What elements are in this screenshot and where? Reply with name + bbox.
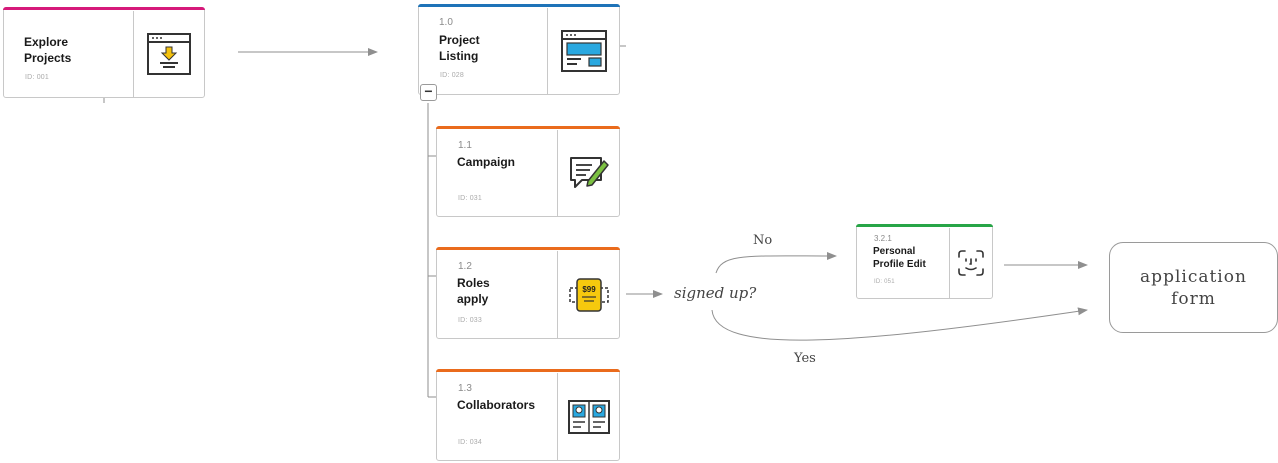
chat-edit-icon — [569, 157, 609, 188]
node-title: Collaborators — [457, 398, 536, 412]
node-title: Project Listing — [439, 33, 480, 63]
node-color-bar — [856, 224, 993, 227]
node-title: Roles apply — [457, 276, 490, 306]
node-id: ID: 031 — [458, 195, 482, 202]
node-number: 3.2.1 — [874, 234, 892, 243]
browser-download-icon — [147, 33, 191, 75]
branch-label-no: No — [753, 233, 773, 248]
node-project-listing[interactable]: 1.0 Project Listing ID: 028 — [418, 4, 620, 95]
node-number: 1.2 — [458, 261, 472, 272]
node-color-bar — [3, 7, 205, 10]
node-id: ID: 034 — [458, 439, 482, 446]
profile-cards-icon — [567, 399, 610, 434]
node-title: Personal Profile Edit — [873, 246, 926, 270]
decision-label: signed up? — [674, 284, 757, 302]
collapse-toggle-button[interactable]: − — [420, 84, 437, 101]
curve-yes-branch — [711, 307, 1088, 341]
node-title: Explore Projects — [24, 35, 72, 65]
node-color-bar — [436, 247, 620, 250]
price-label: $99 — [582, 285, 596, 294]
node-number: 1.1 — [458, 140, 472, 151]
node-id: ID: 051 — [874, 279, 895, 285]
node-explore-projects[interactable]: Explore Projects ID: 001 — [3, 7, 205, 98]
curve-no-branch — [715, 251, 837, 274]
node-id: ID: 001 — [25, 74, 49, 81]
node-id: ID: 033 — [458, 317, 482, 324]
end-node-application-form[interactable]: application form — [1109, 242, 1278, 333]
face-id-icon — [958, 250, 984, 276]
node-number: 1.0 — [439, 17, 453, 28]
node-roles-apply[interactable]: 1.2 Roles apply ID: 033 $99 — [436, 247, 620, 339]
node-id: ID: 028 — [440, 72, 464, 79]
node-personal-profile-edit[interactable]: 3.2.1 Personal Profile Edit ID: 051 — [856, 224, 993, 299]
branch-label-yes: Yes — [794, 351, 816, 366]
node-title: Campaign — [457, 155, 516, 169]
price-ticket-icon: $99 — [568, 277, 609, 312]
node-color-bar — [436, 369, 620, 372]
browser-layout-icon — [560, 30, 607, 72]
node-collaborators[interactable]: 1.3 Collaborators ID: 034 — [436, 369, 620, 461]
node-campaign[interactable]: 1.1 Campaign ID: 031 — [436, 126, 620, 217]
node-color-bar — [418, 4, 620, 7]
node-color-bar — [436, 126, 620, 129]
node-number: 1.3 — [458, 383, 472, 394]
